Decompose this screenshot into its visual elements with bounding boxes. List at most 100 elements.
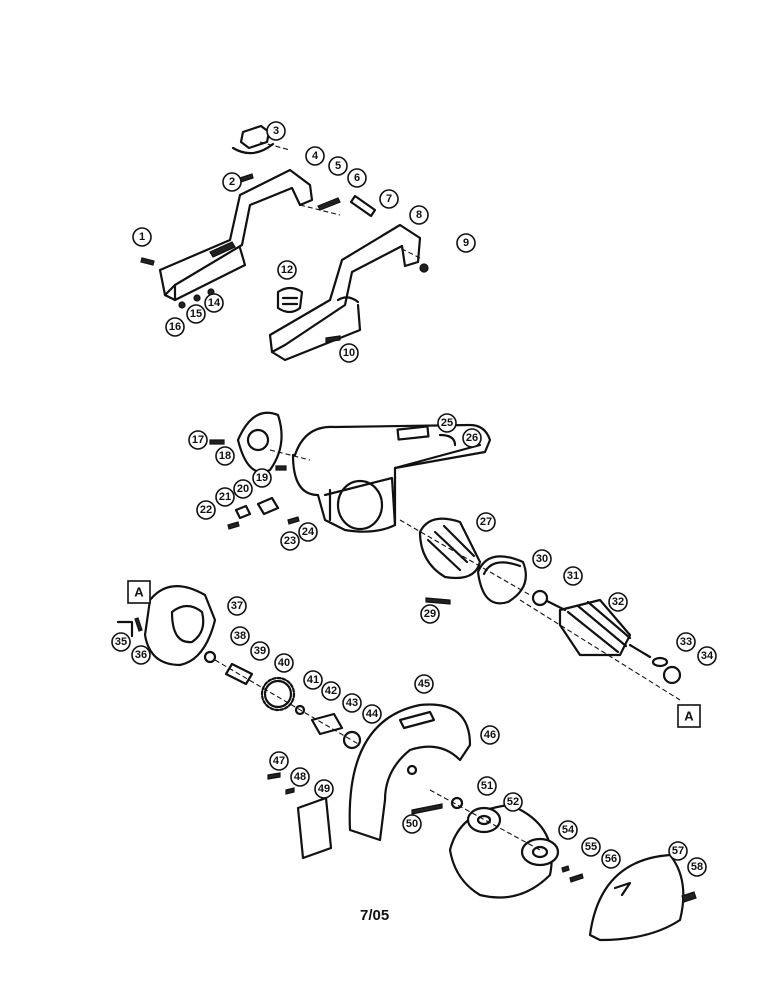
callout-number: 17 bbox=[192, 434, 204, 446]
callout-number: 40 bbox=[278, 657, 290, 669]
gear-armature-assembly bbox=[116, 585, 682, 750]
callout-12: 12 bbox=[277, 260, 297, 280]
callout-number: 34 bbox=[701, 650, 714, 662]
callout-number: 52 bbox=[507, 796, 519, 808]
callout-42: 42 bbox=[321, 681, 341, 701]
callout-number: 27 bbox=[480, 516, 492, 528]
outer-washer-part bbox=[466, 806, 502, 834]
callout-44: 44 bbox=[362, 704, 382, 724]
callout-number: 42 bbox=[325, 685, 337, 697]
callout-34: 34 bbox=[697, 646, 717, 666]
callout-10: 10 bbox=[339, 343, 359, 363]
callout-number: 48 bbox=[294, 771, 306, 783]
callout-number: 10 bbox=[343, 347, 355, 359]
callout-circle bbox=[558, 820, 578, 840]
callout-number: 24 bbox=[302, 526, 315, 538]
callout-number: 15 bbox=[190, 308, 202, 320]
callout-16: 16 bbox=[165, 317, 185, 337]
callout-39: 39 bbox=[250, 641, 270, 661]
callout-circle bbox=[347, 168, 367, 188]
callout-circle bbox=[252, 468, 272, 488]
callout-51: 51 bbox=[477, 776, 497, 796]
callout-29: 29 bbox=[420, 604, 440, 624]
callout-20: 20 bbox=[233, 479, 253, 499]
callout-number: 29 bbox=[424, 608, 436, 620]
callout-bubbles: 1234567891012141516171819202122232425262… bbox=[111, 121, 717, 877]
callout-number: 58 bbox=[691, 861, 703, 873]
callout-circle bbox=[668, 841, 688, 861]
callout-38: 38 bbox=[230, 626, 250, 646]
callout-circle bbox=[215, 446, 235, 466]
callout-circle bbox=[437, 413, 457, 433]
callout-9: 9 bbox=[456, 233, 476, 253]
callout-number: 57 bbox=[672, 845, 684, 857]
callout-number: 35 bbox=[115, 636, 127, 648]
callout-46: 46 bbox=[480, 725, 500, 745]
callout-circle bbox=[402, 814, 422, 834]
callout-48: 48 bbox=[290, 767, 310, 787]
callout-circle bbox=[280, 531, 300, 551]
right-handle-part bbox=[268, 223, 422, 354]
assembly-axis-lines bbox=[214, 141, 681, 851]
callout-circle bbox=[250, 641, 270, 661]
callout-36: 36 bbox=[131, 645, 151, 665]
callout-56: 56 bbox=[601, 849, 621, 869]
callout-52: 52 bbox=[503, 792, 523, 812]
callout-number: 9 bbox=[463, 237, 469, 249]
callout-circle bbox=[188, 430, 208, 450]
callout-49: 49 bbox=[314, 779, 334, 799]
callout-40: 40 bbox=[274, 653, 294, 673]
callout-circle bbox=[409, 205, 429, 225]
label-plate-part bbox=[396, 425, 430, 441]
svg-text:A: A bbox=[134, 585, 144, 600]
callout-19: 19 bbox=[252, 468, 272, 488]
callout-number: 26 bbox=[466, 432, 478, 444]
callout-21: 21 bbox=[215, 487, 235, 507]
blade-guard-assembly bbox=[267, 703, 697, 942]
callout-number: 47 bbox=[273, 755, 285, 767]
callout-number: 14 bbox=[208, 297, 221, 309]
callout-27: 27 bbox=[476, 512, 496, 532]
callout-number: 12 bbox=[281, 264, 293, 276]
callout-circle bbox=[697, 646, 717, 666]
callout-number: 45 bbox=[418, 678, 430, 690]
callout-23: 23 bbox=[280, 531, 300, 551]
callout-43: 43 bbox=[342, 693, 362, 713]
callout-50: 50 bbox=[402, 814, 422, 834]
callout-7: 7 bbox=[379, 189, 399, 209]
callout-47: 47 bbox=[269, 751, 289, 771]
callout-26: 26 bbox=[462, 428, 482, 448]
callout-circle bbox=[462, 428, 482, 448]
callout-circle bbox=[362, 704, 382, 724]
callout-number: 51 bbox=[481, 780, 493, 792]
callout-33: 33 bbox=[676, 632, 696, 652]
bearing-part bbox=[531, 589, 549, 607]
callout-number: 4 bbox=[312, 150, 319, 162]
dust-chute-part bbox=[296, 796, 333, 860]
callout-4: 4 bbox=[305, 146, 325, 166]
callout-circle bbox=[608, 592, 628, 612]
callout-circle bbox=[476, 512, 496, 532]
callout-number: 50 bbox=[406, 818, 418, 830]
wing-nut-part bbox=[681, 891, 697, 903]
callout-circle bbox=[215, 487, 235, 507]
callout-number: 5 bbox=[335, 160, 341, 172]
callout-number: 41 bbox=[307, 674, 319, 686]
callout-18: 18 bbox=[215, 446, 235, 466]
callout-58: 58 bbox=[687, 857, 707, 877]
callout-number: 3 bbox=[273, 125, 279, 137]
callout-circle bbox=[328, 156, 348, 176]
callout-number: 21 bbox=[219, 491, 231, 503]
switch-plug-part bbox=[239, 124, 271, 150]
callout-circle bbox=[305, 146, 325, 166]
callout-circle bbox=[563, 566, 583, 586]
callout-number: 30 bbox=[536, 553, 548, 565]
reference-mark-right: A bbox=[677, 704, 701, 728]
callout-circle bbox=[503, 792, 523, 812]
callout-circle bbox=[186, 304, 206, 324]
callout-circle bbox=[290, 767, 310, 787]
callout-24: 24 bbox=[298, 522, 318, 542]
callout-circle bbox=[581, 837, 601, 857]
callout-3: 3 bbox=[266, 121, 286, 141]
armature-part bbox=[558, 598, 632, 657]
